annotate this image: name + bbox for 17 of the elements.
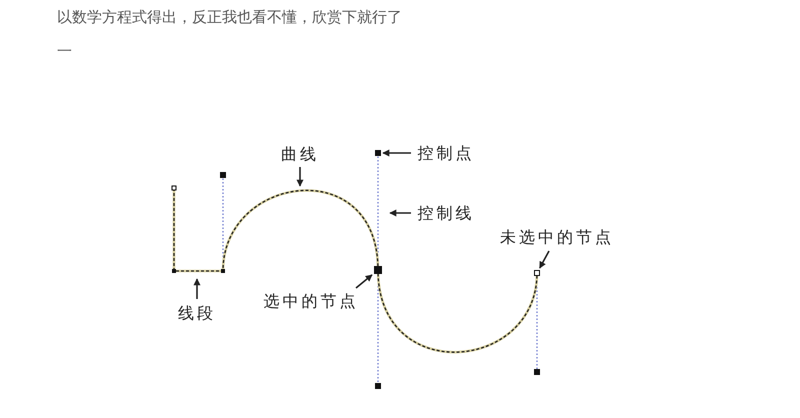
dash-text: 一 <box>57 42 72 61</box>
unselected-node-marker <box>534 270 540 276</box>
callout-label: 未选中的节点 <box>500 228 614 248</box>
callout-label: 曲线 <box>281 144 319 166</box>
intro-text: 以数学方程式得出，反正我也看不懂，欣赏下就行了 <box>57 8 402 27</box>
callout-label: 线段 <box>178 304 216 324</box>
leader-arrow <box>389 210 411 216</box>
control-point-handle <box>375 150 381 156</box>
callout-label: 选中的节点 <box>264 292 358 312</box>
selected-node-marker <box>374 266 382 274</box>
leader-arrow <box>356 274 373 289</box>
leader-arrow <box>382 150 411 156</box>
leader-arrow <box>194 278 200 299</box>
leader-arrow <box>539 250 550 269</box>
leader-arrow <box>296 167 304 187</box>
callout-label: 控制线 <box>418 204 474 224</box>
callout-label: 控制点 <box>418 144 474 164</box>
